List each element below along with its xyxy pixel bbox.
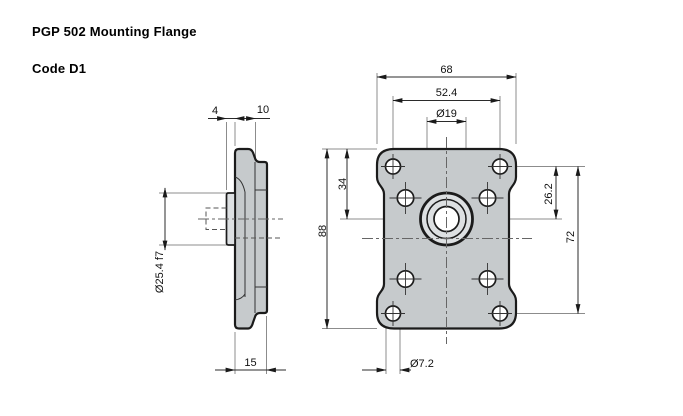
dim-pilot-protrusion: 4 — [212, 105, 218, 117]
side-view: 4 10 Ø25.4 f7 15 — [154, 104, 286, 374]
code-label: Code D1 — [32, 61, 87, 76]
dim-bolt-spacing-horizontal: 52.4 — [436, 87, 457, 99]
dim-overall-height: 88 — [317, 225, 329, 237]
flange-side-body — [233, 147, 269, 330]
pilot-boss — [225, 192, 236, 246]
dim-overall-width: 68 — [440, 64, 452, 76]
hidden-shaft-outline — [205, 207, 227, 230]
front-view: 68 52.4 Ø19 34 88 26.2 72 Ø7.2 — [317, 64, 585, 374]
dim-bolt-hole-diameter: Ø7.2 — [410, 358, 434, 370]
dim-pilot-diameter: Ø25.4 f7 — [154, 251, 166, 293]
dim-bolt-to-bore-center: 26.2 — [543, 183, 555, 204]
dim-bore-center-from-top: 34 — [337, 178, 349, 190]
dim-shaft-bore: Ø19 — [436, 108, 457, 120]
dim-bolt-spacing-vertical: 72 — [565, 231, 577, 243]
page-title: PGP 502 Mounting Flange — [32, 24, 197, 39]
dim-overall-depth: 15 — [244, 357, 256, 369]
dim-flange-thickness: 10 — [257, 104, 269, 116]
